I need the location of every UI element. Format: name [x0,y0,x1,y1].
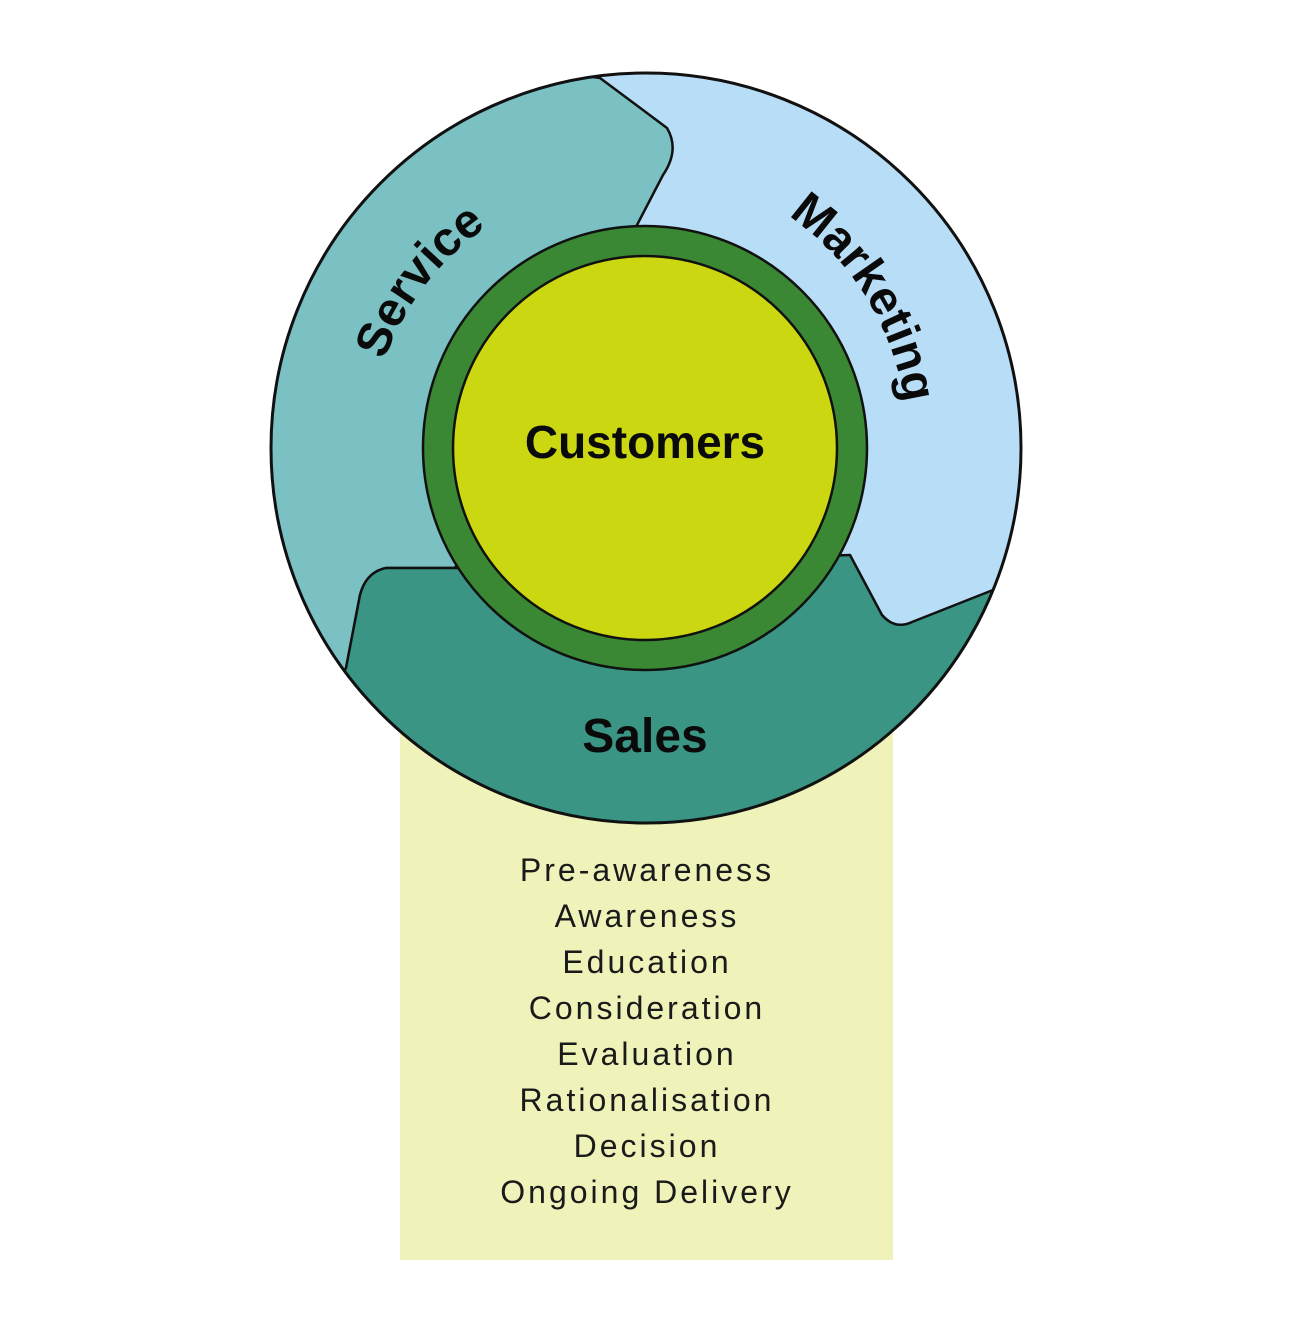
stages-list: Pre-awareness Awareness Education Consid… [500,852,793,1210]
stage-item: Consideration [529,990,765,1026]
center-label: Customers [525,416,765,468]
stage-item: Education [562,944,731,980]
customer-core [451,254,839,642]
stage-item: Ongoing Delivery [500,1174,793,1210]
stage-item: Evaluation [557,1036,736,1072]
sales-label: Sales [582,710,707,763]
stage-item: Awareness [555,898,740,934]
stage-item: Rationalisation [520,1082,775,1118]
stage-item: Pre-awareness [520,852,774,888]
stage-item: Decision [574,1128,721,1164]
